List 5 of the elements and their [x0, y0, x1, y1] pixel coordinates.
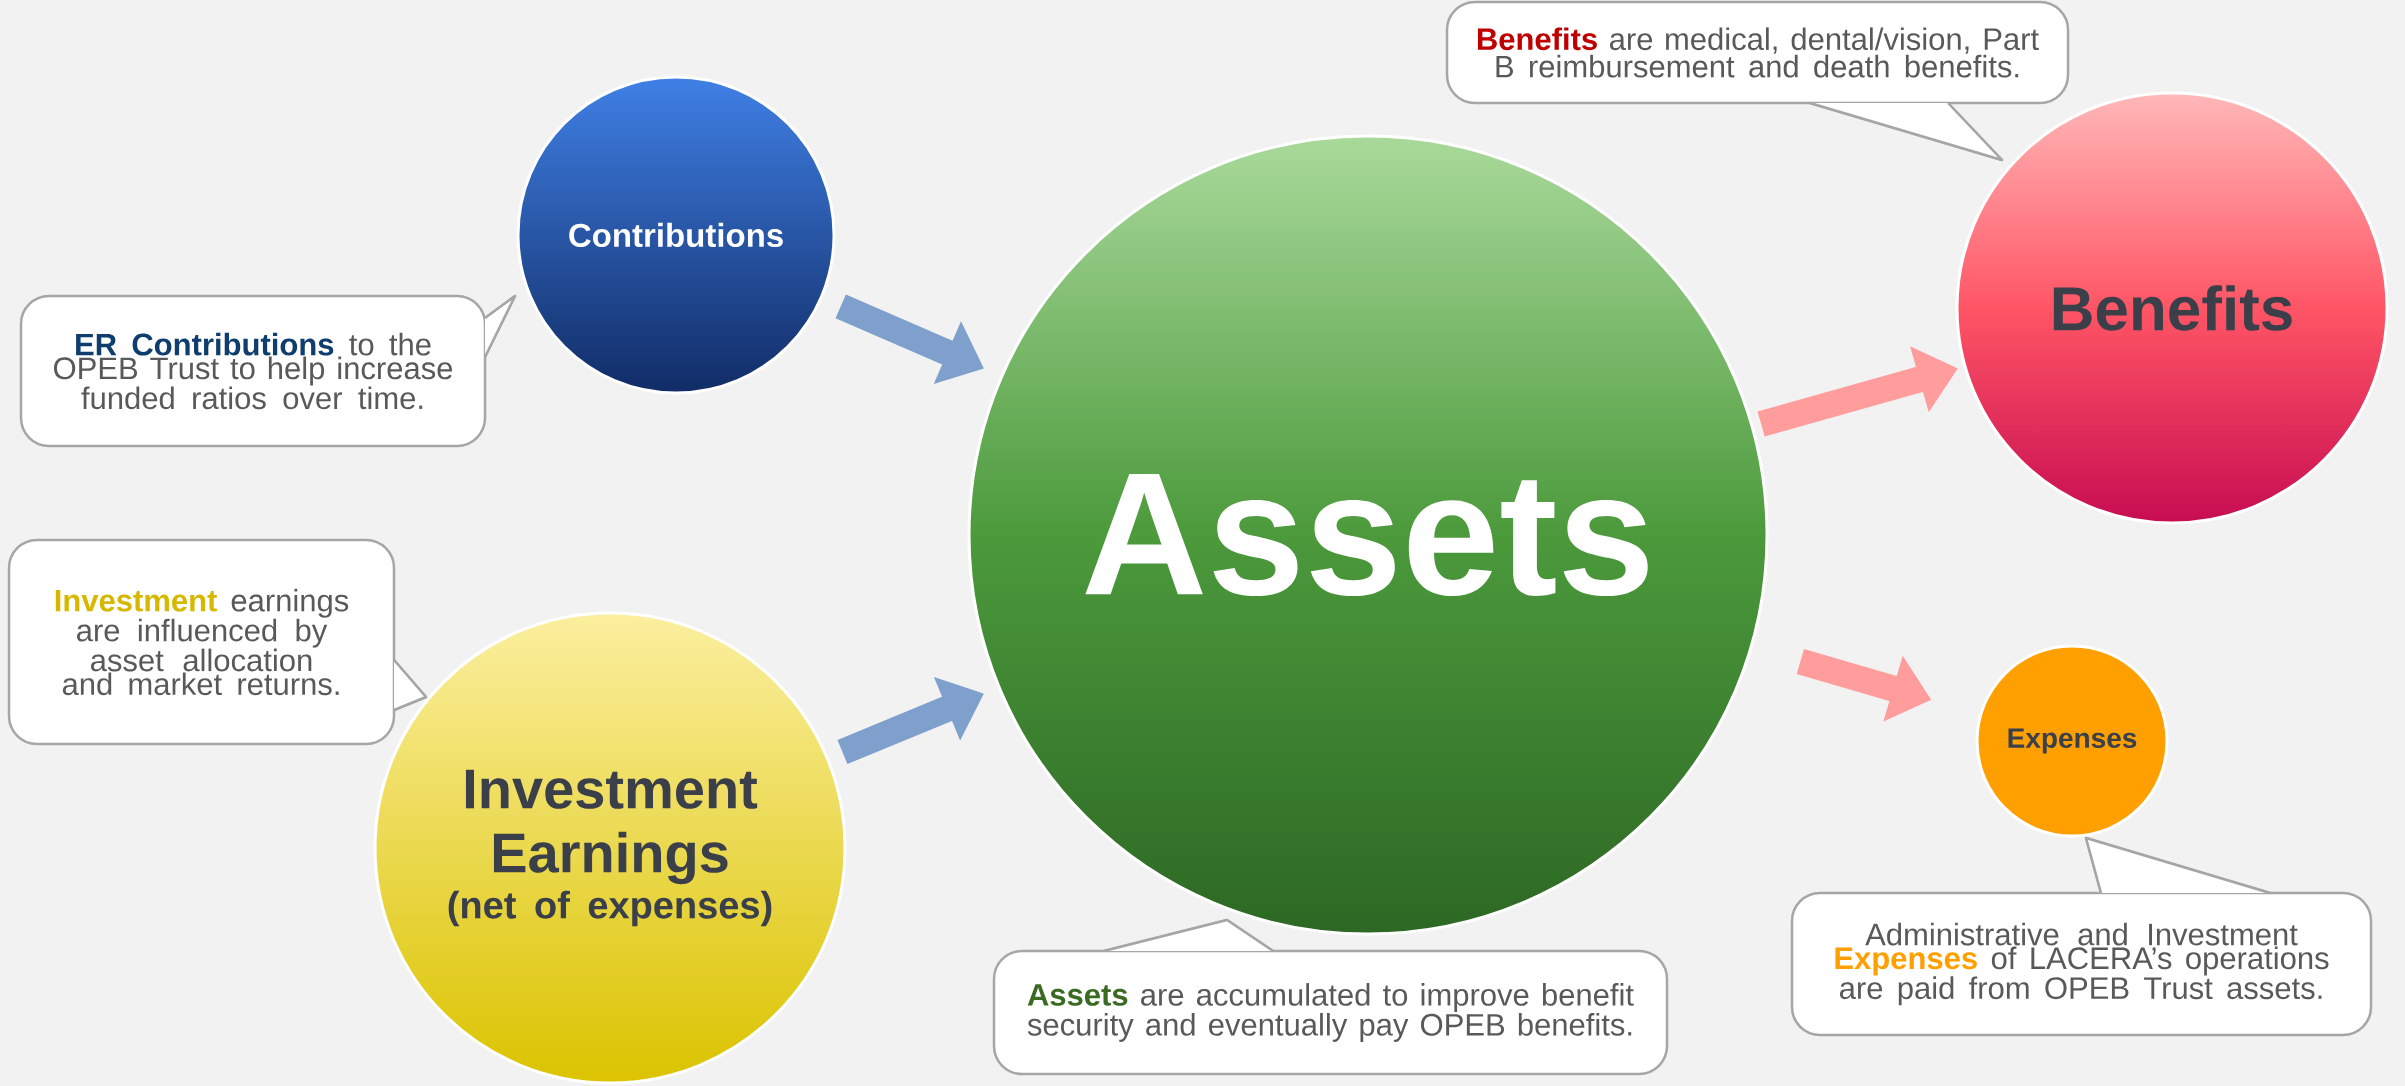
- speech-bubble: Assets are accumulated to improve benefit security and eventually pay OPEB benefits.: [992, 918, 1669, 1076]
- speech-bubble: Investment earnings are influenced by asset allocation and market returns.: [7, 538, 428, 746]
- speech-bubble: ER Contributions to the OPEB Trust to help increase funded ratios over time.: [19, 294, 517, 448]
- speech-bubble: Administrative and Investment Expenses of LACERA’s operations are paid from OPEB Trust assets.: [1790, 836, 2373, 1037]
- speech-bubble: Benefits are medical, dental/vision, Part B reimbursement and death benefits.: [1445, 0, 2070, 162]
